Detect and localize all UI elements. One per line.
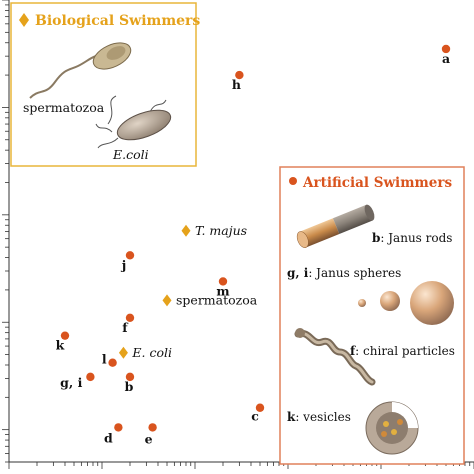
data-point-artificial	[255, 403, 265, 412]
y-axis-ticks	[2, 0, 9, 463]
data-label: d	[104, 430, 113, 445]
data-label: E. coli	[131, 345, 172, 360]
data-point-biological	[118, 346, 128, 359]
vesicle-illustration	[365, 401, 419, 455]
data-label: j	[121, 257, 127, 272]
e-coli-illustration	[95, 95, 172, 149]
artificial-legend-marker	[289, 177, 297, 185]
data-point-artificial	[125, 313, 135, 323]
data-points: T. majus spermatozoa E. coli a h m j f k l g, i b c d…	[56, 44, 451, 446]
data-point-artificial	[86, 372, 95, 382]
data-point-artificial	[218, 277, 228, 286]
data-label: c	[251, 409, 259, 424]
data-label: m	[216, 283, 229, 298]
biological-legend-title: Biological Swimmers	[35, 13, 200, 29]
data-label: T. majus	[195, 223, 247, 238]
e-coli-legend-label: E.coli	[112, 147, 149, 162]
data-point-artificial	[148, 423, 157, 432]
vesicles-legend: k: vesicles	[287, 410, 351, 424]
data-label: f	[122, 320, 129, 335]
data-label: a	[442, 51, 450, 66]
data-point-artificial	[125, 251, 135, 260]
data-label: g, i	[60, 375, 82, 390]
chiral-particles-legend: f: chiral particles	[350, 344, 455, 358]
biological-legend: Biological Swimmers spermatozoa E.coli	[10, 2, 200, 167]
data-point-artificial	[108, 358, 117, 367]
data-point-biological	[181, 224, 191, 237]
data-label: l	[102, 352, 107, 367]
data-point-artificial	[441, 44, 451, 54]
data-point-artificial	[60, 331, 70, 340]
data-label: spermatozoa	[176, 292, 258, 307]
artificial-legend-title: Artificial Swimmers	[302, 175, 452, 191]
spermatozoa-legend-label: spermatozoa	[23, 100, 105, 115]
data-label: e	[145, 431, 153, 446]
janus-rod-illustration	[296, 204, 375, 248]
biological-legend-marker	[19, 13, 29, 27]
data-label: h	[232, 77, 241, 92]
data-label: k	[56, 338, 65, 353]
data-point-artificial	[125, 372, 135, 382]
biological-legend-box	[10, 2, 197, 167]
chiral-particle-illustration	[294, 328, 376, 386]
data-point-biological	[162, 294, 172, 307]
janus-rods-legend: b: Janus rods	[372, 231, 452, 245]
data-point-artificial	[235, 70, 244, 80]
janus-spheres-legend: g, i: Janus spheres	[287, 266, 401, 280]
data-point-artificial	[114, 423, 123, 432]
artificial-legend: Artificial Swimmers b: Janus rods g, i: …	[279, 166, 465, 465]
janus-spheres-illustration	[358, 281, 454, 325]
data-label: b	[125, 379, 134, 394]
spermatozoa-illustration	[29, 42, 132, 99]
